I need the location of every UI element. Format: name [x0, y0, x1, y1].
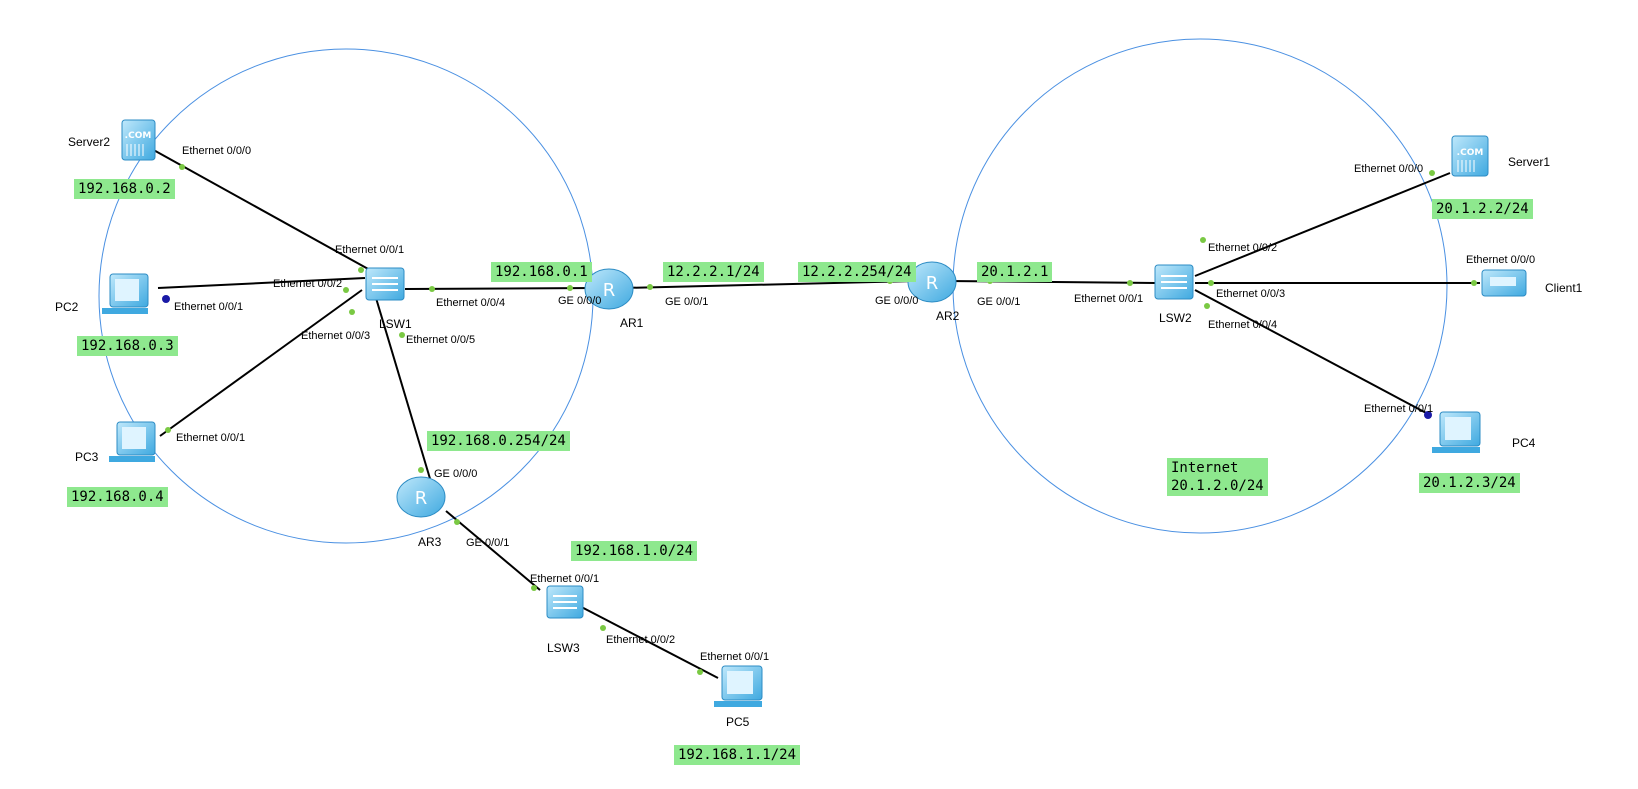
client1-label: Client1 [1545, 281, 1583, 295]
svg-text:.COM: .COM [1457, 148, 1484, 158]
svg-text:.COM: .COM [125, 131, 152, 141]
link-server2-lsw1[interactable] [149, 147, 371, 271]
ar2-lan-ip-label: 20.1.2.1 [977, 262, 1053, 282]
port-label: Ethernet 0/0/3 [1216, 288, 1285, 300]
link-lsw2-server1[interactable] [1194, 172, 1451, 277]
link-ar1-ar2[interactable] [621, 280, 919, 289]
port-label: Ethernet 0/0/5 [406, 334, 475, 346]
lsw2-label: LSW2 [1159, 311, 1192, 325]
pc2-icon[interactable] [102, 273, 149, 314]
port-label: Ethernet 0/0/0 [1466, 254, 1535, 266]
pc5-ip-label: 192.168.1.1/24 [674, 745, 801, 765]
link-lsw3-pc5[interactable] [567, 599, 719, 679]
pc3-label: PC3 [75, 450, 99, 464]
port-label: Ethernet 0/0/0 [182, 145, 251, 157]
ar1-label: AR1 [620, 316, 644, 330]
svg-text:R: R [415, 488, 428, 509]
link-lsw1-ar3[interactable] [375, 297, 432, 483]
lsw3-icon[interactable] [546, 585, 584, 619]
ar1-wan-ip-label: 12.2.2.1/24 [663, 262, 764, 282]
pc4-label: PC4 [1512, 436, 1536, 450]
port-label: Ethernet 0/0/0 [1354, 163, 1423, 175]
port-label: Ethernet 0/0/1 [1364, 403, 1433, 415]
port-label: GE 0/0/1 [466, 537, 509, 549]
port-label: Ethernet 0/0/1 [1074, 293, 1143, 305]
lan2-network-label: 192.168.1.0/24 [571, 541, 698, 561]
lan-area-circle [98, 48, 594, 544]
svg-text:R: R [926, 273, 939, 294]
ar2-wan-ip-label: 12.2.2.254/24 [798, 262, 916, 282]
server2-icon[interactable]: .COM [121, 119, 156, 161]
ar1-lan-ip-label: 192.168.0.1 [491, 262, 592, 282]
server2-ip-label: 192.168.0.2 [74, 179, 175, 199]
server1-label: Server1 [1508, 155, 1550, 169]
port-label: GE 0/0/1 [977, 296, 1020, 308]
port-label: Ethernet 0/0/1 [700, 651, 769, 663]
server1-icon[interactable]: .COM [1451, 135, 1489, 177]
link-lsw2-pc4[interactable] [1194, 289, 1431, 416]
ar3-label: AR3 [418, 535, 442, 549]
pc5-icon[interactable] [714, 665, 763, 707]
server1-ip-label: 20.1.2.2/24 [1432, 199, 1533, 219]
ar2-label: AR2 [936, 309, 960, 323]
port-label: GE 0/0/1 [665, 296, 708, 308]
port-label: GE 0/0/0 [558, 295, 601, 307]
port-label: Ethernet 0/0/1 [174, 301, 243, 313]
port-label: Ethernet 0/0/3 [301, 330, 370, 342]
port-label: Ethernet 0/0/4 [1208, 319, 1277, 331]
pc4-port-blue-dot [1424, 411, 1432, 419]
port-label: GE 0/0/0 [875, 295, 918, 307]
ar1-icon[interactable]: R [584, 268, 634, 310]
port-label: Ethernet 0/0/1 [530, 573, 599, 585]
pc3-icon[interactable] [109, 421, 156, 462]
pc5-label: PC5 [726, 715, 750, 729]
port-label: Ethernet 0/0/4 [436, 297, 505, 309]
pc3-ip-label: 192.168.0.4 [67, 487, 168, 507]
port-label: Ethernet 0/0/1 [176, 432, 245, 444]
pc2-label: PC2 [55, 300, 79, 314]
ar3-icon[interactable]: R [396, 476, 446, 518]
ar3-ip-label: 192.168.0.254/24 [427, 431, 570, 451]
internet-network-label: Internet 20.1.2.0/24 [1167, 458, 1268, 496]
port-label: Ethernet 0/0/2 [1208, 242, 1277, 254]
lsw1-label: LSW1 [379, 317, 412, 331]
port-label: Ethernet 0/0/2 [606, 634, 675, 646]
pc2-ip-label: 192.168.0.3 [77, 336, 178, 356]
port-label: Ethernet 0/0/2 [273, 278, 342, 290]
pc4-ip-label: 20.1.2.3/24 [1419, 473, 1520, 493]
internet-network: 20.1.2.0/24 [1171, 478, 1264, 494]
client1-icon[interactable] [1481, 269, 1527, 297]
server2-label: Server2 [68, 135, 110, 149]
svg-text:R: R [603, 280, 616, 301]
link-lsw1-ar1[interactable] [404, 287, 597, 290]
link-pc3-lsw1[interactable] [159, 289, 363, 437]
ar2-icon[interactable]: R [907, 261, 957, 303]
lsw2-icon[interactable] [1154, 264, 1194, 300]
lsw3-label: LSW3 [547, 641, 580, 655]
link-pc2-lsw1[interactable] [157, 277, 366, 289]
port-label: Ethernet 0/0/1 [335, 244, 404, 256]
pc2-port-blue-dot [162, 295, 170, 303]
internet-title: Internet [1171, 460, 1239, 476]
pc4-icon[interactable] [1432, 411, 1481, 453]
port-label: GE 0/0/0 [434, 468, 477, 480]
lsw1-icon[interactable] [365, 267, 405, 301]
links [149, 147, 1480, 679]
link-ar3-lsw3[interactable] [445, 510, 541, 591]
